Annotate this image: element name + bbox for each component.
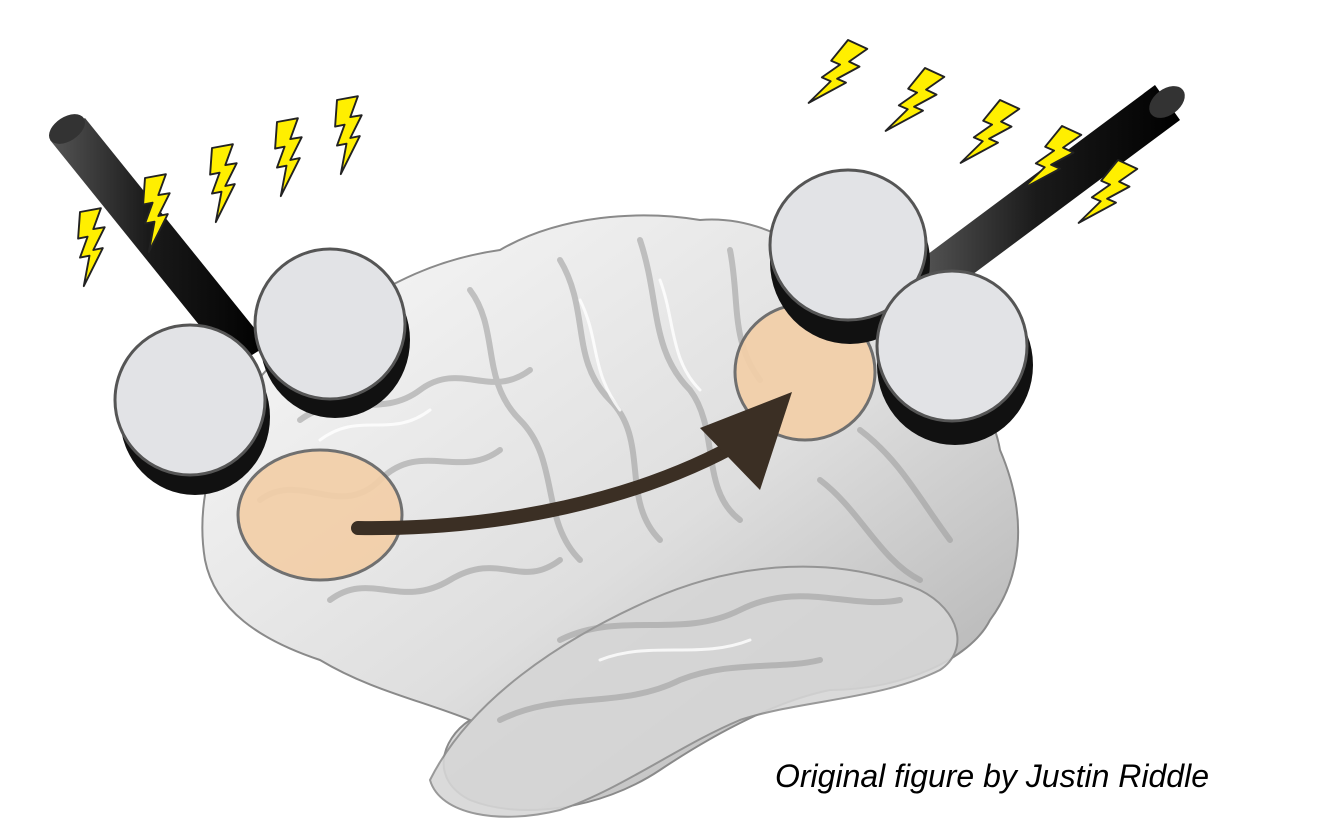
coil-disc-left-b xyxy=(255,249,405,399)
coil-handle-right xyxy=(920,85,1180,295)
figure-credit-caption: Original figure by Justin Riddle xyxy=(775,758,1209,795)
coil-disc-left-a xyxy=(115,325,265,475)
coil-handle-left xyxy=(50,118,268,367)
target-region-left xyxy=(238,450,402,580)
lightning-bolt-icon xyxy=(881,64,947,143)
lightning-bolt-icon xyxy=(804,36,870,115)
coil-disc-right-b xyxy=(877,271,1027,421)
lightning-bolt-icon xyxy=(335,96,362,174)
lightning-bolt-icon xyxy=(956,96,1022,175)
lightning-bolt-icon xyxy=(210,144,237,222)
lightning-bolt-icon xyxy=(275,118,302,196)
lightning-bolt-icon xyxy=(78,208,105,286)
